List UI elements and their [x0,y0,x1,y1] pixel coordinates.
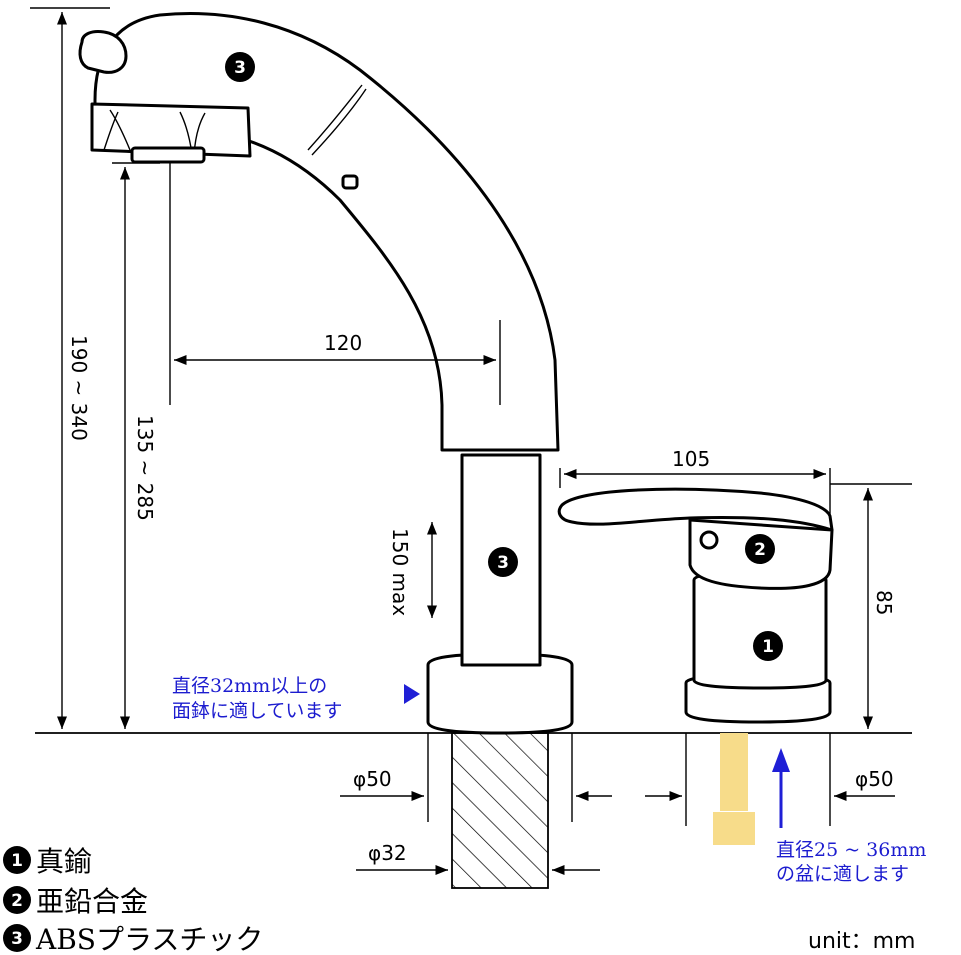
part-marker-handle: 2 [745,534,775,564]
dim-handle-height: 85 [872,590,896,615]
dim-counter-thickness: 150 max [388,528,412,616]
handle-hose-connector [713,812,755,845]
svg-text:3: 3 [11,929,23,949]
dim-total-height: 190 ~ 340 [67,335,91,441]
svg-text:2: 2 [754,540,766,560]
svg-text:ABSプラスチック: ABSプラスチック [35,923,263,955]
svg-text:2: 2 [11,891,23,911]
svg-text:1: 1 [762,637,774,657]
svg-text:3: 3 [234,58,246,78]
dim-spout-height: 135 ~ 285 [133,415,157,521]
under-counter-pipe [451,732,549,889]
part-marker-spout: 3 [225,52,255,82]
faucet-body [78,11,574,735]
svg-text:1: 1 [11,851,23,871]
svg-text:亜鉛合金: 亜鉛合金 [36,885,148,918]
legend-item-brass: 1 真鍮 [3,845,92,878]
part-marker-body: 1 [753,631,783,661]
legend-item-zinc-alloy: 2 亜鉛合金 [3,885,148,918]
unit-label: unit：mm [808,929,916,954]
legend-item-abs-plastic: 3 ABSプラスチック [3,923,263,955]
dim-handle-base-diameter: φ50 [855,767,894,791]
note-faucet-hole-line2: 面鉢に適しています [172,700,342,722]
svg-text:真鍮: 真鍮 [36,845,92,878]
note-handle-hole-line2: の盆に適します [776,863,909,885]
svg-text:3: 3 [497,553,509,573]
note-handle-hole-line1: 直径25 ~ 36mm [776,839,926,861]
dim-faucet-base-diameter: φ50 [353,767,392,791]
dim-hose-diameter: φ32 [368,841,407,865]
handle-hose [720,733,748,811]
dim-spout-reach: 120 [324,331,362,355]
material-legend: 1 真鍮 2 亜鉛合金 3 ABSプラスチック [3,845,263,955]
note-arrow-faucet [404,684,420,704]
note-faucet-hole-line1: 直径32mm以上の [172,675,327,697]
dim-handle-width: 105 [672,447,710,471]
part-marker-column: 3 [488,547,518,577]
mixer-handle-body [557,487,834,724]
note-arrow-handle-head [772,748,790,772]
